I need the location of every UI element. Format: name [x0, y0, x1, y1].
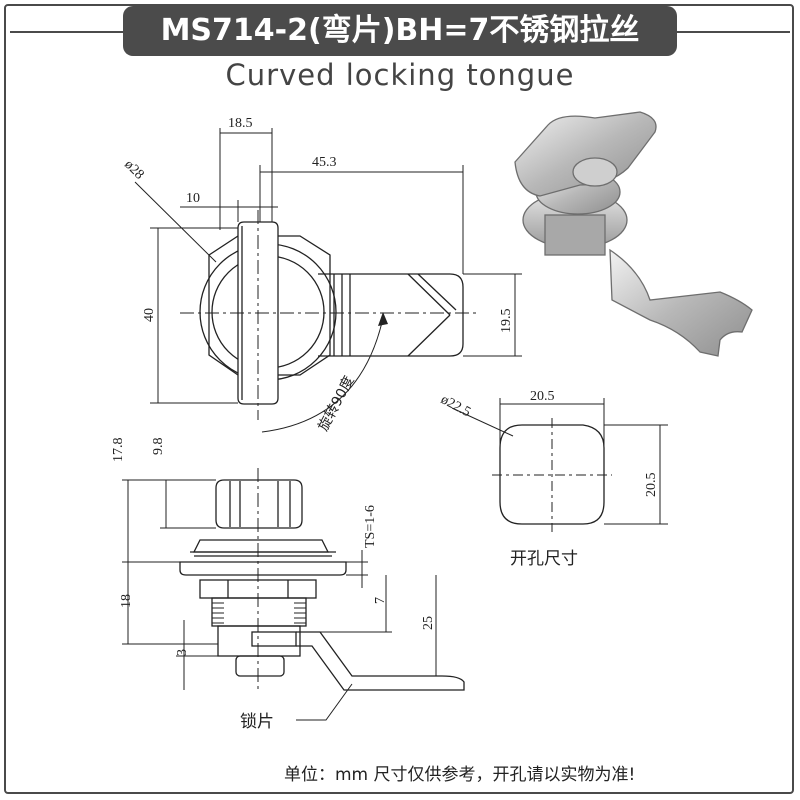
side-flange [179, 561, 347, 576]
rotation-label: 旋转90度 [315, 374, 357, 434]
dim-40: 40 [142, 308, 157, 322]
product-title: MS714-2(弯片)BH=7不锈钢拉丝 [123, 6, 677, 56]
dim-cut-width: 20.5 [530, 389, 555, 404]
photo-stem [572, 157, 618, 187]
side-tongue-base [251, 631, 297, 647]
side-tongue [296, 631, 465, 691]
dim-45-3: 45.3 [312, 155, 337, 170]
dim-17-8: 17.8 [111, 438, 126, 463]
tongue-label-leader [296, 683, 353, 721]
dim-18-5: 18.5 [228, 116, 253, 131]
outer-frame [4, 4, 794, 794]
side-body [217, 625, 301, 657]
top-view: 18.5 45.3 10 ø28 40 19.5 旋转90度 [121, 116, 522, 434]
side-view: 17.8 9.8 TS=1-6 18 7 25 3 锁片 [111, 438, 465, 732]
side-thread [211, 597, 307, 627]
dim-dia28: ø28 [121, 157, 146, 182]
tongue-outline [318, 273, 464, 357]
cutout-view: 20.5 20.5 ø22.5 开孔尺寸 [438, 389, 668, 569]
photo-wing-knob [514, 111, 657, 197]
tongue-bend-2 [407, 314, 451, 357]
title-rule-left [10, 31, 123, 33]
photo-thread [544, 214, 606, 256]
dim-line-dia28 [134, 181, 217, 263]
footer-note: 单位：mm 尺寸仅供参考，开孔请以实物为准! [284, 765, 636, 785]
dim-line-cut-dia [451, 407, 514, 437]
cutout-shape [499, 424, 605, 525]
dim-7: 7 [373, 597, 388, 604]
rotation-arc [261, 317, 384, 433]
dim-19-5: 19.5 [499, 309, 514, 334]
tongue-bend-3 [417, 273, 457, 311]
cutout-label: 开孔尺寸 [510, 549, 578, 569]
rotation-arrow-head [378, 312, 388, 326]
dim-25: 25 [421, 616, 436, 630]
side-knob [215, 479, 303, 529]
dim-3: 3 [175, 649, 190, 656]
dim-18: 18 [119, 594, 134, 608]
side-thread-pattern [212, 602, 306, 624]
dim-9-8: 9.8 [151, 438, 166, 456]
product-photo [514, 111, 753, 357]
product-subtitle: Curved locking tongue [225, 58, 575, 92]
dim-cut-height: 20.5 [644, 473, 659, 498]
tongue-bend-1 [407, 273, 451, 316]
photo-tongue [609, 248, 753, 357]
side-collar [192, 539, 330, 553]
side-stem [235, 655, 285, 677]
dim-10: 10 [186, 191, 200, 206]
dim-cut-dia: ø22.5 [438, 392, 473, 420]
title-rule-right [677, 31, 790, 33]
tongue-label: 锁片 [240, 712, 274, 732]
dim-ts: TS=1-6 [363, 505, 378, 548]
